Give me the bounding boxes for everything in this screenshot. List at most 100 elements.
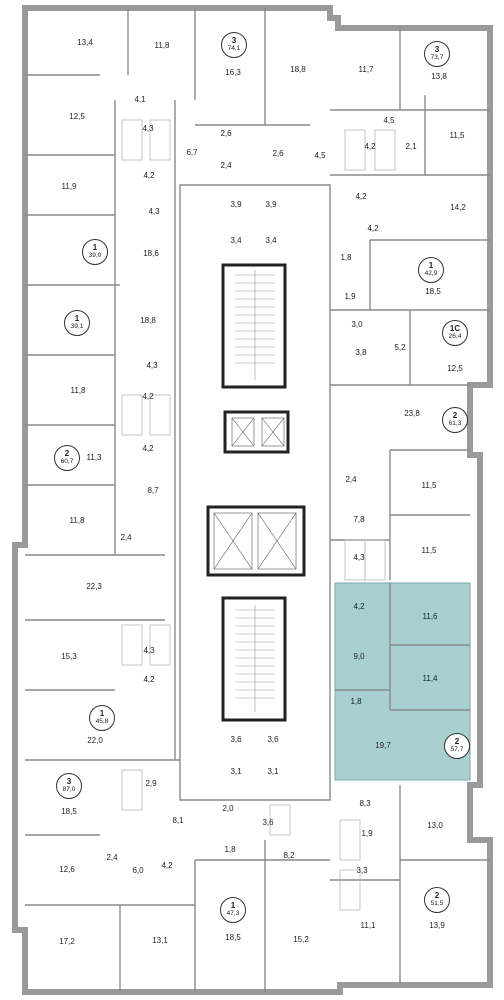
room-area: 4,3 [143, 646, 155, 655]
badge-rooms: 3 [434, 45, 440, 55]
badge-total: 47,3 [226, 910, 240, 918]
room-area: 1,8 [224, 845, 236, 854]
room-area: 11,8 [69, 516, 85, 525]
room-area: 3,8 [355, 348, 367, 357]
badge-total: 51,5 [430, 900, 444, 908]
badge-rooms: 3 [231, 36, 237, 46]
badge-total: 61,3 [448, 420, 462, 428]
badge-total: 60,7 [60, 458, 74, 466]
room-area: 3,1 [230, 767, 242, 776]
room-area: 18,5 [61, 807, 77, 816]
room-area: 2,4 [345, 475, 357, 484]
stair-top [221, 263, 287, 389]
room-area: 14,2 [450, 203, 466, 212]
room-area: 11,3 [86, 453, 102, 462]
lift-crosses [213, 417, 297, 570]
room-area: 12,6 [59, 865, 75, 874]
room-area: 13,4 [77, 38, 93, 47]
room-area: 11,5 [421, 546, 437, 555]
badge-total: 26,4 [448, 333, 462, 341]
badge-total: 39,0 [88, 252, 102, 260]
room-area: 3,0 [351, 320, 363, 329]
room-area: 11,8 [70, 386, 86, 395]
badge-rooms: 2 [452, 411, 458, 421]
room-area: 6,7 [186, 148, 198, 157]
room-area: 13,8 [431, 72, 447, 81]
apartment-highlight[interactable] [334, 582, 471, 781]
badge-rooms: 1 [428, 261, 434, 271]
room-area: 18,6 [143, 249, 159, 258]
room-area: 22,3 [86, 582, 102, 591]
room-area: 2,6 [220, 129, 232, 138]
room-area: 3,9 [230, 200, 242, 209]
badge-total: 57,7 [450, 746, 464, 754]
room-area: 3,4 [230, 236, 242, 245]
room-area: 2,4 [106, 853, 118, 862]
room-area: 3,6 [262, 818, 274, 827]
room-area: 6,0 [132, 866, 144, 875]
badge-total: 39,1 [70, 323, 84, 331]
room-area: 4,5 [383, 116, 395, 125]
badge-total: 74,1 [227, 45, 241, 53]
badge-rooms: 2 [454, 737, 460, 747]
room-area: 17,2 [59, 937, 75, 946]
room-area: 8,1 [172, 816, 184, 825]
room-area: 11,9 [61, 182, 77, 191]
room-area: 4,2 [161, 861, 173, 870]
lift-shaft-bottom [206, 505, 306, 577]
room-area: 1,8 [350, 697, 362, 706]
room-area: 8,2 [283, 851, 295, 860]
room-area: 3,1 [267, 767, 279, 776]
room-area: 11,5 [449, 131, 465, 140]
badge-rooms: 3 [66, 777, 72, 787]
stair-treads [235, 270, 275, 712]
room-area: 2,1 [405, 142, 417, 151]
room-area: 16,3 [225, 68, 241, 77]
room-area: 2,4 [220, 161, 232, 170]
bathroom-fixtures [121, 119, 396, 911]
stair-bottom [221, 596, 287, 722]
room-area: 4,2 [364, 142, 376, 151]
room-area: 3,6 [230, 735, 242, 744]
room-area: 4,1 [134, 95, 146, 104]
room-area: 12,5 [69, 112, 85, 121]
room-area: 3,4 [265, 236, 277, 245]
room-area: 12,5 [447, 364, 463, 373]
room-area: 4,2 [367, 224, 379, 233]
room-area: 22,0 [87, 736, 103, 745]
room-area: 13,1 [152, 936, 168, 945]
room-area: 11,4 [422, 674, 438, 683]
room-area: 11,6 [422, 612, 438, 621]
room-area: 11,8 [154, 41, 170, 50]
room-area: 4,3 [146, 361, 158, 370]
lift-shaft-top [223, 410, 290, 454]
room-area: 11,1 [360, 921, 376, 930]
outer-wall [12, 5, 493, 995]
room-area: 4,2 [143, 675, 155, 684]
room-area: 4,2 [142, 444, 154, 453]
room-area: 13,0 [427, 821, 443, 830]
room-area: 18,8 [140, 316, 156, 325]
room-area: 18,5 [425, 287, 441, 296]
room-area: 4,2 [143, 171, 155, 180]
room-area: 11,5 [421, 481, 437, 490]
room-area: 19,7 [375, 741, 391, 750]
room-area: 4,3 [353, 553, 365, 562]
room-area: 9,0 [353, 652, 365, 661]
room-area: 1,9 [344, 292, 356, 301]
room-area: 3,6 [267, 735, 279, 744]
